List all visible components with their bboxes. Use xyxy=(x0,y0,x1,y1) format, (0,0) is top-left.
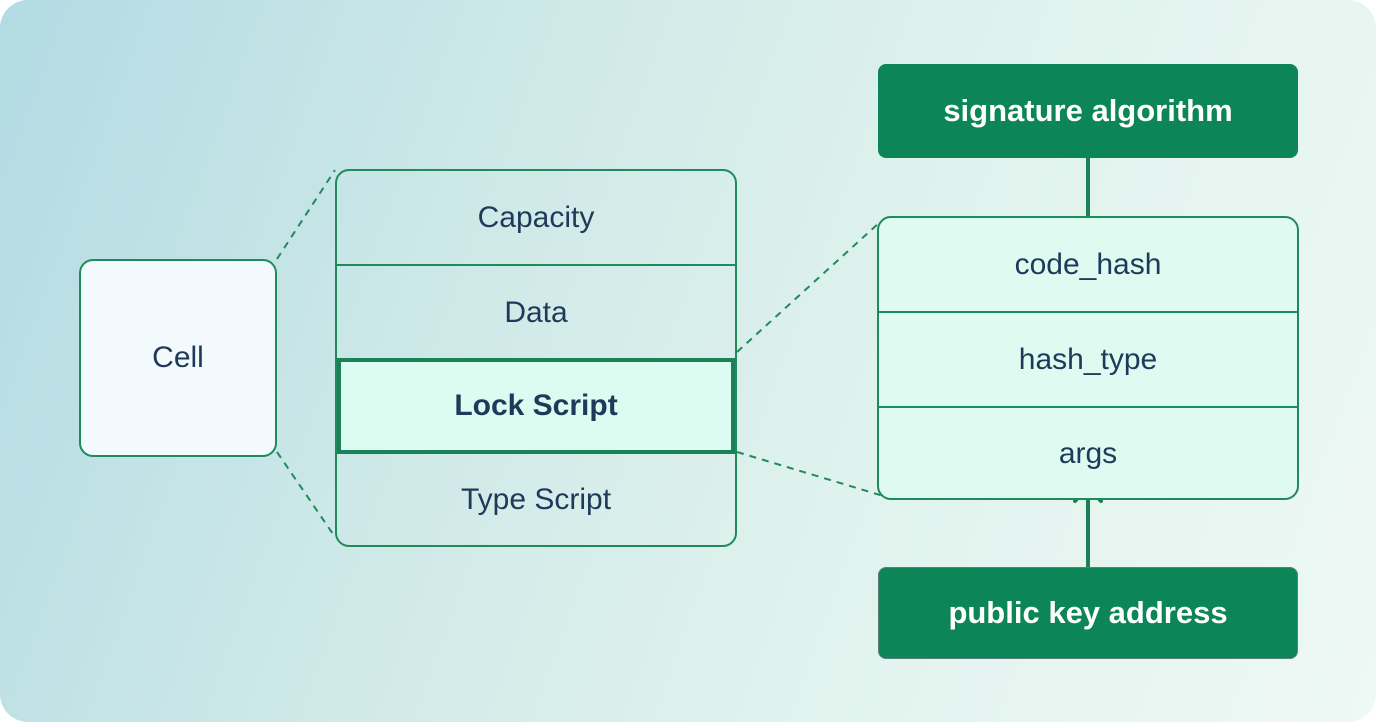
public-key-address-box: public key address xyxy=(878,567,1298,659)
script-code-hash: code_hash xyxy=(1014,248,1162,281)
lock-script-structure: code_hash hash_type args xyxy=(877,216,1299,500)
field-data: Data xyxy=(337,264,735,359)
zoom-line-cell-top xyxy=(276,169,336,260)
field-type-script: Type Script xyxy=(460,483,612,516)
zoom-line-cell-bottom xyxy=(276,451,336,538)
signature-algorithm-box: signature algorithm xyxy=(878,64,1298,158)
cell-label: Cell xyxy=(152,341,204,374)
signature-algorithm-label: signature algorithm xyxy=(943,93,1233,128)
public-key-address-label: public key address xyxy=(948,595,1228,630)
cell-fields-stack: Capacity Data Lock Script Type Script xyxy=(335,169,737,547)
zoom-line-lock-top xyxy=(736,221,881,353)
cell-box: Cell xyxy=(79,259,277,457)
zoom-line-lock-bottom xyxy=(736,451,891,499)
script-args: args xyxy=(879,406,1297,498)
field-lock-script: Lock Script xyxy=(337,358,735,454)
script-hash-type: hash_type xyxy=(879,311,1297,407)
field-capacity: Capacity xyxy=(477,201,595,234)
